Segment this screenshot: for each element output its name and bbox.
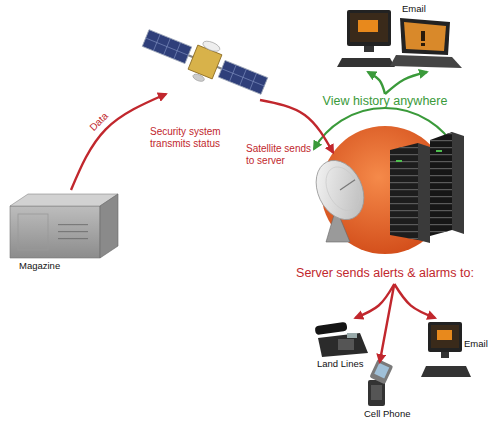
node-label: Server sends alerts & alarms to: [278,266,492,281]
node-label: Magazine [19,260,60,271]
connector-arrow [380,284,395,362]
flip-phone [368,359,393,406]
magazine-box [10,194,118,258]
satellite-dish [202,39,222,53]
phone-handset [315,322,348,335]
desk-phone [315,322,368,357]
panel-grid [142,30,191,64]
phone-keys [371,385,382,400]
connector-arrow [368,72,427,94]
note-label: Security system transmits status [150,126,230,150]
monitor-stand [364,46,374,52]
rack-front [390,143,418,240]
rack-front [430,132,452,236]
screen [431,325,459,348]
box-vent [58,222,88,242]
box-top [10,194,118,206]
server-racks [390,132,464,243]
alert-mark [421,43,425,46]
alert-mark [421,31,425,41]
node-label: Cell Phone [364,408,410,419]
phone-display [347,333,357,338]
dish-bowl [307,153,373,228]
monitor [428,322,462,352]
solar-panel [142,30,191,64]
rack-stripes [430,132,452,236]
node-label: View history anywhere [292,94,478,109]
rack-side [418,143,430,243]
rack-led [436,150,442,152]
rack-led [396,160,402,162]
laptop-lid [400,18,450,55]
dish-feed [339,180,357,190]
desktop-computer [337,10,395,67]
connector-arrow [394,284,435,318]
panel-grid [218,60,267,94]
node-label: Email [464,338,488,349]
solar-panel [218,60,267,94]
connector-label: Data [87,111,110,134]
rack-stripes [390,143,418,240]
laptop-screen [404,22,446,51]
connector-path [385,72,427,94]
phone-body [318,333,368,357]
laptop-base [390,55,462,68]
box-side [100,194,118,258]
connector-path [368,72,385,94]
hub-circle [321,126,449,254]
satellite-antenna [192,73,205,83]
node-label: Email [402,3,426,14]
screen [350,13,388,42]
node-label: Land Lines [317,358,363,369]
box-front [10,206,100,258]
box-door [18,214,48,250]
phone-lid [369,359,393,384]
email-window [358,20,378,32]
monitor-stand [441,352,449,358]
laptop-computer [390,18,462,68]
dish-rim [319,162,366,216]
dish-reflector [307,153,373,228]
phone-screen [374,363,389,379]
keyboard [421,366,471,377]
monitor [347,10,391,46]
connector-arrow [71,94,333,190]
note-label: Satellite sends to server [246,143,318,167]
phone-upper [369,359,393,384]
phone-keypad [338,339,354,350]
email-window [437,330,452,340]
connector-path [380,284,395,362]
desktop-computer [421,322,471,377]
keyboard [337,58,395,67]
rack-side [452,132,464,234]
phone-lower [368,380,385,406]
connector-path [394,284,435,318]
satellite [138,19,272,105]
dish-antenna [307,153,373,242]
